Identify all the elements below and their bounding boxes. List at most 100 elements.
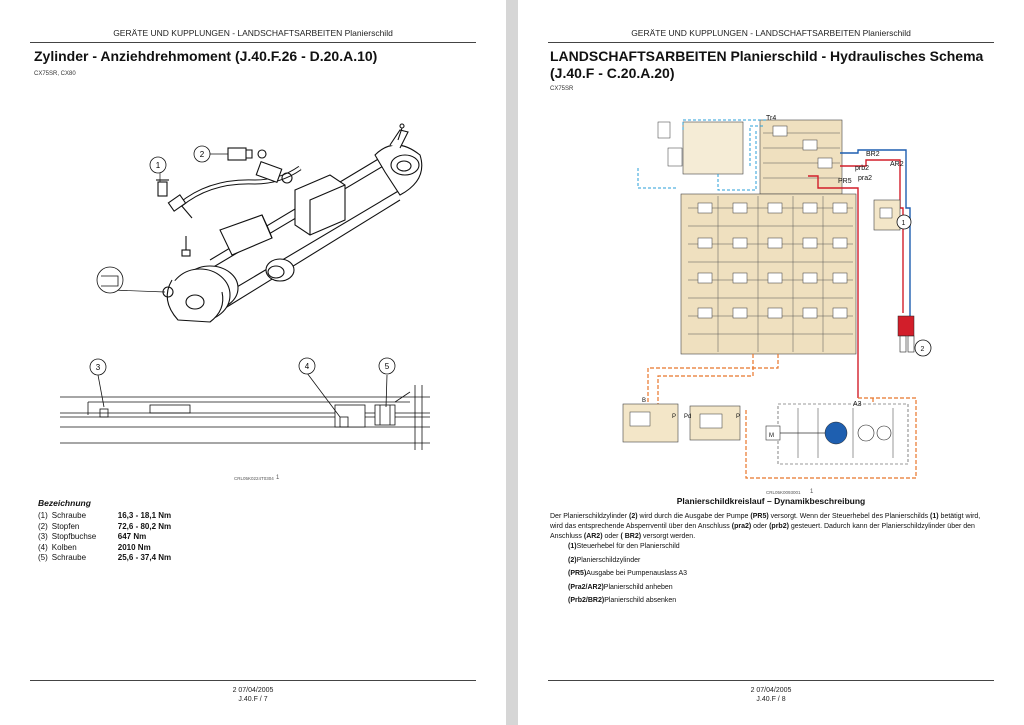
callout-1-label: 1 (902, 220, 906, 227)
callout-2 (914, 339, 932, 357)
figure-id: CRL05K0093001 (766, 490, 801, 495)
label-m: M (769, 433, 774, 439)
footer-page: J.40.F / 7 (238, 696, 268, 703)
page-title-line-1: LANDSCHAFTSARBEITEN Planierschild - Hydr… (550, 48, 984, 64)
figure-id: CRL05K0224T0304 (234, 476, 274, 481)
detail-bubble (96, 266, 124, 294)
row-value: 2010 Nm (117, 542, 151, 552)
callout-2 (193, 145, 211, 163)
row-value: 72,6 - 80,2 Nm (117, 521, 172, 531)
section-drawing: 3 4 5 (60, 357, 430, 450)
page-footer: 2 07/04/2005 J.40.F / 7 (0, 686, 506, 704)
running-head: GERÄTE UND KUPPLUNGEN - LANDSCHAFTSARBEI… (631, 28, 911, 38)
page-title: LANDSCHAFTSARBEITEN Planierschild - Hydr… (550, 48, 983, 82)
text-run: Der Planierschildzylinder (550, 513, 629, 520)
figure-number: 1 (810, 489, 814, 495)
label-p2: P (736, 414, 740, 420)
text-run: oder (751, 522, 770, 530)
callout-5-label: 5 (385, 362, 390, 371)
label-b: B (642, 398, 646, 404)
label-pd: Pd (684, 414, 691, 420)
ref-code: (AR2) (583, 532, 603, 540)
legend-code: (PR5) (568, 570, 587, 577)
row-number: (2) (38, 521, 48, 531)
cylinder-illustration: 1 2 (96, 123, 423, 323)
list-item: (1)Steuerhebel für den Planierschild (568, 543, 687, 557)
text-run: versorgt werden. (641, 532, 696, 540)
right-page: GERÄTE UND KUPPLUNGEN - LANDSCHAFTSARBEI… (518, 0, 1024, 725)
footer-date: 2 07/04/2005 (750, 687, 792, 694)
text-run: betätigt wird, wird das entsprechende Ab… (550, 513, 981, 530)
list-item: (PR5)Ausgabe bei Pumpenauslass A3 (568, 570, 687, 584)
row-name: Schraube (51, 553, 87, 563)
table-heading: Bezeichnung (38, 498, 91, 508)
callout-1 (149, 156, 167, 174)
row-value: 25,6 - 37,4 Nm (117, 553, 172, 563)
legend-text: Planierschild absenken (604, 597, 677, 604)
page-footer: 2 07/04/2005 J.40.F / 8 (518, 686, 1024, 704)
row-value: 16,3 - 18,1 Nm (117, 511, 172, 520)
running-head: GERÄTE UND KUPPLUNGEN - LANDSCHAFTSARBEI… (113, 28, 393, 38)
row-value: 647 Nm (117, 532, 147, 542)
description-paragraph: Der Planierschildzylinder (2) wird durch… (550, 512, 990, 541)
list-item: (Pra2/AR2)Planierschild anheben (568, 584, 687, 598)
list-item: (2)Planierschildzylinder (568, 557, 687, 571)
text-run: gesteuert. Dadurch kann der Planierschil… (550, 522, 975, 540)
figure-number: 1 (276, 475, 280, 481)
left-page: GERÄTE UND KUPPLUNGEN - LANDSCHAFTSARBEI… (0, 0, 506, 725)
ref-code: (prb2) (769, 522, 789, 530)
text-run: oder (602, 532, 621, 540)
row-name: Stopfbuchse (51, 532, 97, 542)
legend-text: Planierschildzylinder (576, 556, 641, 564)
footer-rule (30, 680, 476, 681)
ref-code: (1) (930, 513, 939, 520)
label-a3: A3 (853, 401, 862, 408)
ref-code: ( BR2) (620, 532, 642, 540)
ref-code: (pra2) (731, 522, 752, 530)
row-name: Schraube (51, 511, 87, 520)
callout-4-label: 4 (305, 362, 310, 371)
label-ar2: AR2 (890, 161, 904, 168)
torque-table: (1) Schraube 16,3 - 18,1 Nm (2) Stopfen … (38, 511, 175, 564)
label-tr4: Tr4 (766, 115, 776, 122)
ref-code: (PR5) (750, 513, 769, 520)
label-pra2: pra2 (858, 175, 872, 182)
page-gutter (506, 0, 518, 725)
table-row: (3) Stopfbuchse 647 Nm (38, 532, 175, 543)
footer-rule (548, 680, 994, 681)
callout-2-label: 2 (200, 150, 205, 159)
legend-text: Steuerhebel für den Planierschild (576, 543, 680, 550)
text-run: wird durch die Ausgabe der Pumpe (637, 513, 751, 520)
footer-date: 2 07/04/2005 (232, 687, 274, 694)
legend-text: Ausgabe bei Pumpenauslass A3 (586, 570, 688, 577)
legend-code: (2) (568, 556, 577, 564)
model-list: CX75SR (550, 86, 574, 92)
legend-list: (1)Steuerhebel für den Planierschild (2)… (568, 543, 687, 611)
list-item: (Prb2/BR2)Planierschild absenken (568, 597, 687, 611)
legend-code: (Pra2/AR2) (568, 583, 604, 591)
callout-5 (378, 357, 396, 375)
legend-code: (Prb2/BR2) (568, 597, 605, 604)
callout-4 (298, 357, 316, 375)
page-title: Zylinder - Anziehdrehmoment (J.40.F.26 -… (34, 48, 378, 64)
label-br2: BR2 (866, 151, 880, 158)
row-name: Kolben (51, 542, 77, 552)
legend-text: Planierschild anheben (603, 583, 673, 591)
row-number: (1) (38, 511, 48, 520)
footer-page: J.40.F / 8 (756, 696, 786, 703)
header-rule (30, 42, 476, 43)
table-row: (2) Stopfen 72,6 - 80,2 Nm (38, 522, 175, 533)
ref-code: (2) (628, 513, 638, 520)
callout-2-label: 2 (921, 346, 925, 353)
description-title: Planierschildkreislauf – Dynamikbeschrei… (676, 496, 866, 506)
hydraulic-schematic: Tr4 BR2 prb2 AR2 pra2 PR5 A3 B P Pd P M … (622, 115, 932, 479)
header-rule (548, 42, 994, 43)
callout-3-label: 3 (96, 363, 101, 372)
text-run: versorgt. Wenn der Steuerhebel des Plani… (768, 513, 931, 520)
label-pr5: PR5 (838, 178, 852, 185)
row-name: Stopfen (51, 521, 80, 531)
row-number: (3) (38, 532, 48, 542)
callout-3 (89, 358, 107, 376)
label-p: P (672, 414, 676, 420)
row-number: (5) (38, 553, 48, 563)
